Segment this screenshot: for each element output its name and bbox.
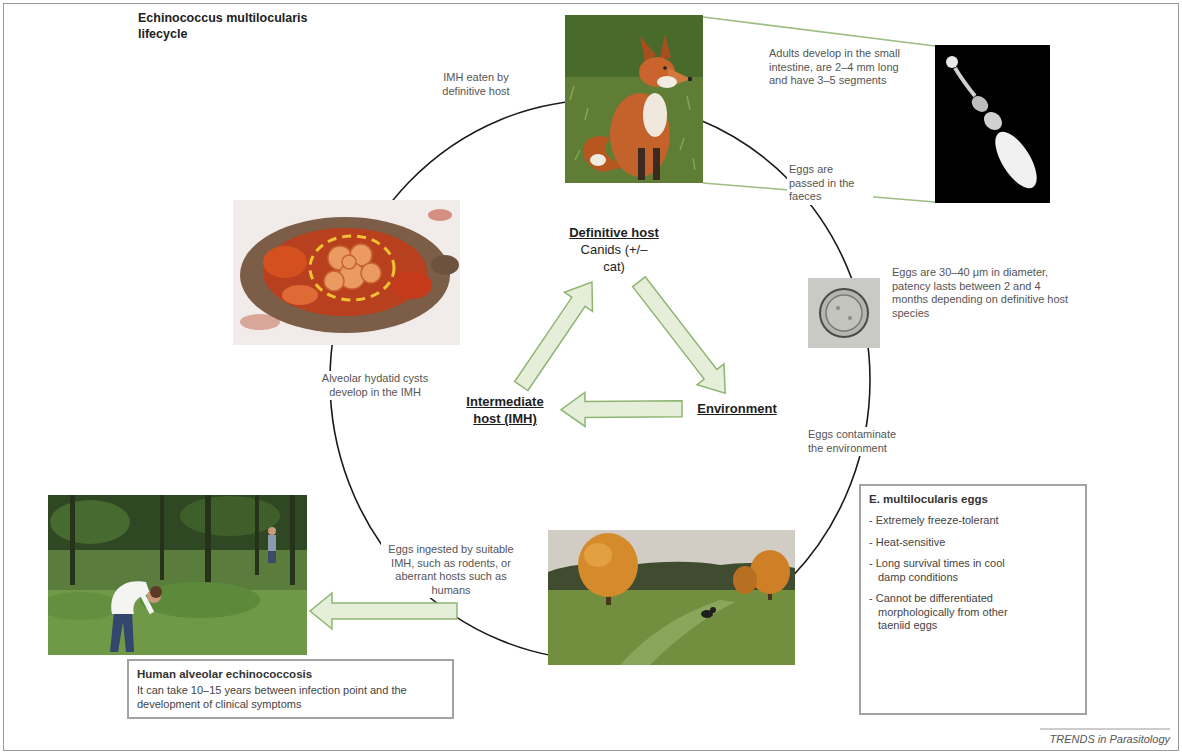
node-heading: Definitive host [557,224,671,241]
egg-micrograph [848,316,852,320]
annotation: Eggs are passed in the faeces [787,162,873,205]
fox-photo [663,66,667,70]
node-text: Canids (+/– cat) [576,241,652,275]
node-heading: Intermediate host (IMH) [458,393,552,427]
fox-photo [688,77,692,81]
host-label: Definitive hostCanids (+/– cat) [554,222,674,277]
fox-photo [565,15,703,77]
diagram-title: Echinococcus multilocularis lifecycle [138,10,353,42]
flow-arrow [515,282,593,391]
field-photo [750,550,790,594]
credit-rule [1040,729,1170,730]
tapeworm-photo [935,45,1050,203]
field-photo [733,566,757,594]
leader-line [703,17,935,46]
infection-arrow [310,593,457,629]
field-photo [548,530,795,665]
figure-frame [4,4,1179,751]
fox-photo [590,154,606,166]
forest-photo [255,495,259,575]
node-heading: Human alveolar echinococcosis [137,667,444,681]
host-label: Intermediate host (IMH) [455,391,555,429]
forest-photo [70,495,75,585]
node-text: - Long survival times in cool damp condi… [869,557,1019,584]
forest-photo [48,592,120,620]
node-text: - Cannot be differentiated morphological… [869,592,1019,633]
forest-photo [180,496,280,536]
forest-photo [205,495,211,590]
egg-micrograph [836,306,840,310]
field-photo [584,543,612,567]
flow-arrow [561,392,682,426]
egg-micrograph [826,295,862,331]
node-heading: Environment [691,400,783,417]
forest-photo [50,500,130,544]
rodent-photo [263,228,427,316]
tapeworm-photo [969,93,992,115]
fox-photo [638,148,645,180]
tapeworm-photo [946,56,958,68]
flow-arrow [633,277,726,393]
fox-photo [643,93,667,137]
source-credit: TRENDS in Parasitology [1020,733,1170,747]
forest-photo [268,535,276,551]
rodent-photo [324,271,344,291]
annotation: Adults develop in the small intestine, a… [769,47,909,88]
field-photo [578,533,638,597]
rodent-photo [392,271,432,299]
annotation: Alveolar hydatid cysts develop in the IM… [310,371,440,400]
fox-photo [657,76,677,88]
annotation: Eggs contaminate the environment [806,427,906,456]
rodent-photo [310,236,394,300]
field-photo [548,530,795,665]
rodent-photo [361,263,381,283]
forest-photo [268,551,276,563]
node-text: - Heat-sensitive [869,536,1019,550]
node-heading: E. multilocularis eggs [869,492,1077,506]
info-box: Human alveolar echinococcosis It can take… [127,659,454,719]
rodent-photo [240,217,450,333]
info-box: E. multilocularis eggs - Extremely freeze… [859,484,1087,715]
tapeworm-photo [955,68,975,96]
stage-label: Environment [688,398,786,419]
rodent-photo [431,255,459,275]
fox-photo [565,15,703,183]
fox-photo [565,15,703,183]
forest-photo [160,495,164,580]
rodent-photo [282,285,318,305]
forest-photo [150,586,162,598]
forest-photo [48,495,307,655]
tapeworm-photo [980,108,1005,133]
annotation: Eggs are 30–40 μm in diameter, patency l… [892,266,1078,320]
field-photo [710,607,716,613]
egg-micrograph [820,289,868,337]
tapeworm-photo [987,125,1045,194]
field-photo [548,590,795,665]
node-text: - Extremely freeze-tolerant [869,514,1019,528]
forest-photo [110,610,134,652]
rodent-photo [342,255,356,269]
field-photo [620,600,735,665]
fox-photo [660,34,671,58]
rodent-photo [263,246,307,278]
forest-photo [140,582,260,618]
rodent-photo [233,200,460,345]
forest-photo [48,495,307,550]
node-text: It can take 10–15 years between infectio… [137,684,444,711]
forest-photo [290,495,295,585]
rodent-photo [324,244,381,291]
egg-micrograph [808,278,880,348]
rodent-photo [233,200,460,345]
fox-photo [653,148,660,180]
forest-photo [268,527,276,535]
annotation: Eggs ingested by suitable IMH, such as r… [381,542,521,598]
egg-micrograph [808,278,880,348]
rodent-photo [428,209,452,221]
annotation: IMH eaten by definitive host [437,70,515,99]
forest-photo [48,495,307,655]
tapeworm-photo [935,45,1050,203]
